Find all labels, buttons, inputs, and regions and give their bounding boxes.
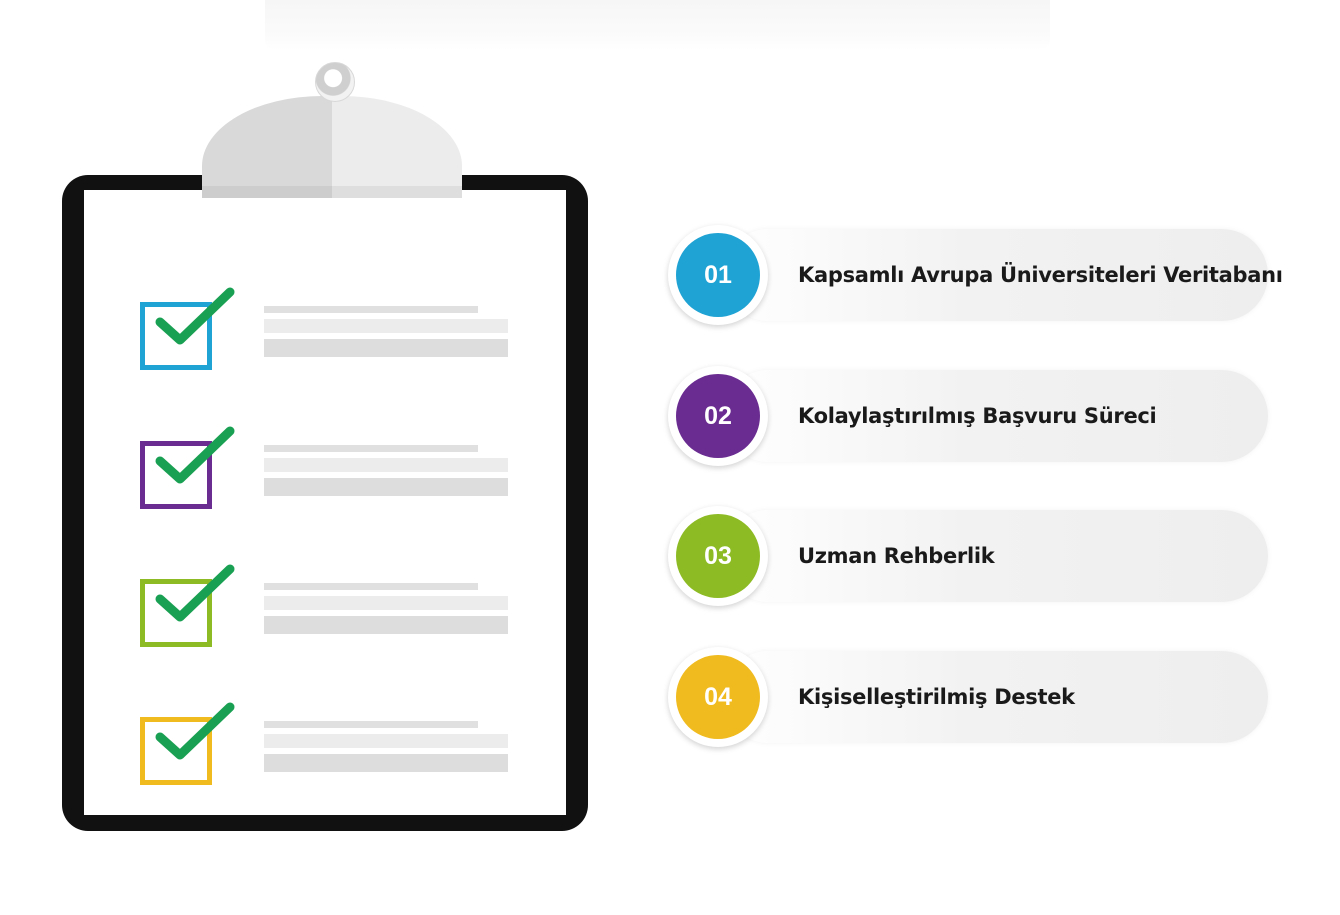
feature-number-badge: 02	[668, 366, 768, 466]
checklist-text-lines	[264, 583, 508, 640]
checklist-row-1	[140, 287, 510, 372]
clipboard-icon	[62, 60, 590, 835]
checkmark-icon	[155, 287, 235, 345]
checkbox-blue	[140, 302, 212, 370]
feature-number-badge: 04	[668, 647, 768, 747]
feature-label: Kapsamlı Avrupa Üniversiteleri Veritaban…	[798, 263, 1283, 287]
feature-item-3: Uzman Rehberlik 03	[668, 506, 1273, 606]
clipboard-clip	[202, 96, 462, 196]
checkmark-icon	[155, 702, 235, 760]
checklist-text-lines	[264, 445, 508, 502]
feature-number-badge: 03	[668, 506, 768, 606]
feature-pill	[723, 651, 1268, 743]
checklist-text-lines	[264, 306, 508, 363]
checkmark-icon	[155, 426, 235, 484]
feature-pill	[723, 370, 1268, 462]
feature-item-2: Kolaylaştırılmış Başvuru Süreci 02	[668, 366, 1273, 466]
feature-item-1: Kapsamlı Avrupa Üniversiteleri Veritaban…	[668, 225, 1283, 325]
checkmark-icon	[155, 564, 235, 622]
checklist-row-4	[140, 702, 510, 787]
feature-number-badge: 01	[668, 225, 768, 325]
feature-number: 03	[676, 514, 760, 598]
feature-item-4: Kişiselleştirilmiş Destek 04	[668, 647, 1273, 747]
checklist-text-lines	[264, 721, 508, 778]
feature-pill	[723, 229, 1268, 321]
feature-number: 04	[676, 655, 760, 739]
feature-pill	[723, 510, 1268, 602]
feature-label: Kolaylaştırılmış Başvuru Süreci	[798, 404, 1157, 428]
checklist-row-3	[140, 564, 510, 649]
feature-label: Uzman Rehberlik	[798, 544, 995, 568]
checklist-row-2	[140, 426, 510, 511]
feature-number: 02	[676, 374, 760, 458]
top-banner-shadow	[265, 0, 1050, 50]
clipboard-clip-base	[202, 186, 462, 198]
feature-label: Kişiselleştirilmiş Destek	[798, 685, 1075, 709]
clipboard-clip-hole	[315, 62, 355, 102]
feature-number: 01	[676, 233, 760, 317]
feature-list: Kapsamlı Avrupa Üniversiteleri Veritaban…	[668, 225, 1283, 755]
